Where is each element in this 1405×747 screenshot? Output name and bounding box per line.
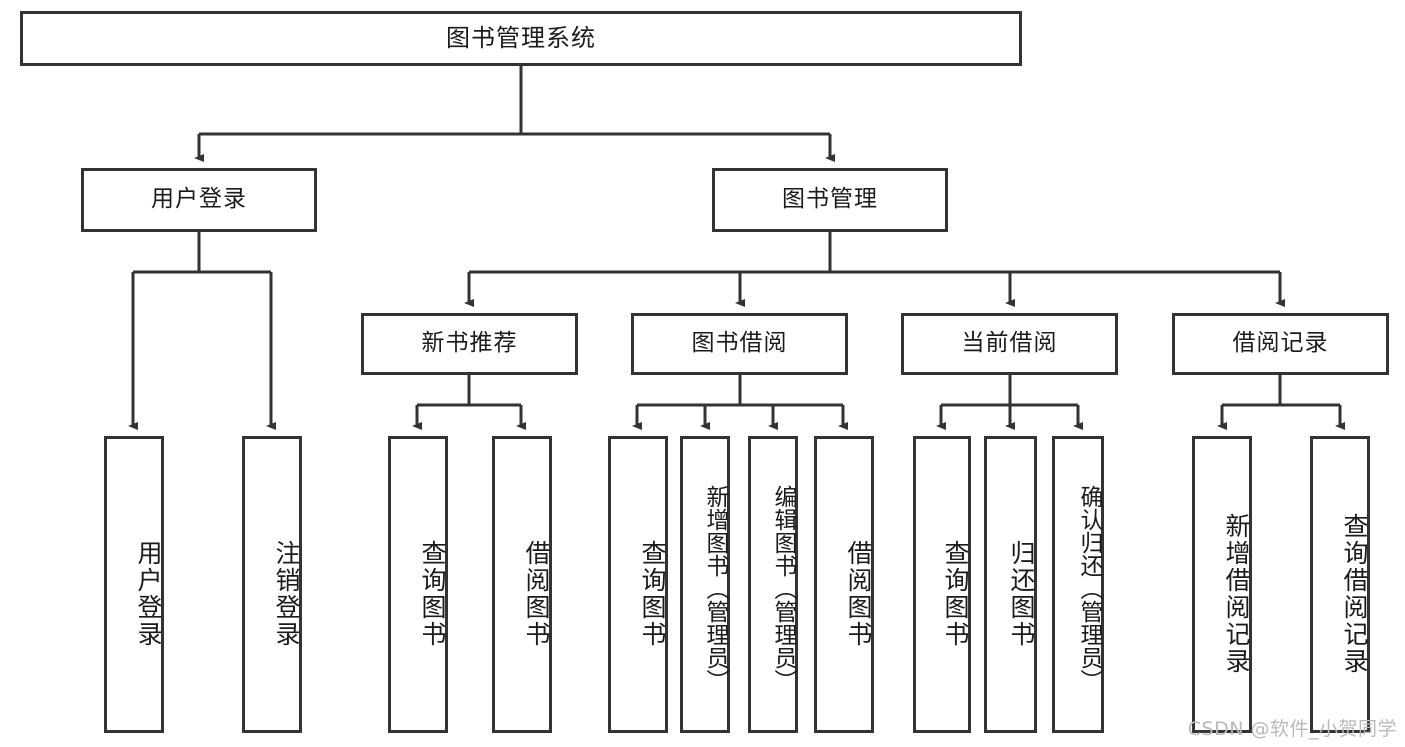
leaf-book-borrow-borrow[interactable]: 借阅图书 — [814, 436, 874, 733]
node-borrow-records[interactable]: 借阅记录 — [1172, 313, 1389, 375]
node-book-management[interactable]: 图书管理 — [712, 168, 948, 232]
node-user-login[interactable]: 用户登录 — [81, 168, 317, 232]
leaf-current-borrow-confirm-return[interactable]: 确认归还（管理员） — [1052, 436, 1104, 733]
leaf-user-login-logout[interactable]: 注销登录 — [242, 436, 302, 733]
leaf-book-borrow-query[interactable]: 查询图书 — [608, 436, 668, 733]
leaf-book-borrow-edit[interactable]: 编辑图书（管理员） — [748, 436, 798, 733]
watermark: CSDN @软件_小贺同学 — [1187, 718, 1397, 740]
leaf-new-book-query[interactable]: 查询图书 — [388, 436, 448, 733]
leaf-borrow-record-query[interactable]: 查询借阅记录 — [1310, 436, 1370, 733]
leaf-borrow-record-add[interactable]: 新增借阅记录 — [1192, 436, 1252, 733]
node-book-borrow[interactable]: 图书借阅 — [631, 313, 848, 375]
leaf-new-book-borrow[interactable]: 借阅图书 — [492, 436, 552, 733]
node-current-borrow[interactable]: 当前借阅 — [901, 313, 1118, 375]
leaf-book-borrow-add[interactable]: 新增图书（管理员） — [680, 436, 730, 733]
leaf-current-borrow-query[interactable]: 查询图书 — [913, 436, 971, 733]
node-new-book-recommend[interactable]: 新书推荐 — [361, 313, 578, 375]
leaf-current-borrow-return[interactable]: 归还图书 — [984, 436, 1037, 733]
leaf-user-login-login[interactable]: 用户登录 — [104, 436, 164, 733]
node-root-system[interactable]: 图书管理系统 — [20, 11, 1022, 66]
